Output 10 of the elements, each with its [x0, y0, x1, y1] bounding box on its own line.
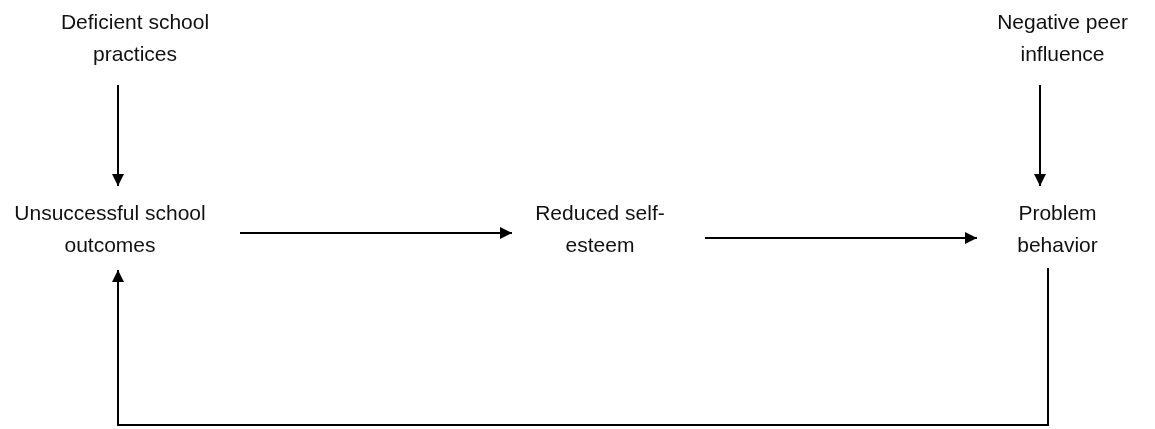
arrow [112, 267, 1049, 426]
arrow [1034, 84, 1046, 187]
node-label: Reduced self-esteem [534, 200, 666, 258]
node-label: Negative peer influence [996, 9, 1129, 67]
arrow [112, 84, 124, 187]
arrow [704, 232, 978, 244]
node-label: Deficient school practices [59, 9, 211, 67]
arrow [239, 227, 513, 239]
node-label: Unsuccessful school outcomes [13, 200, 207, 258]
node-label: Problem behavior [1016, 200, 1099, 258]
